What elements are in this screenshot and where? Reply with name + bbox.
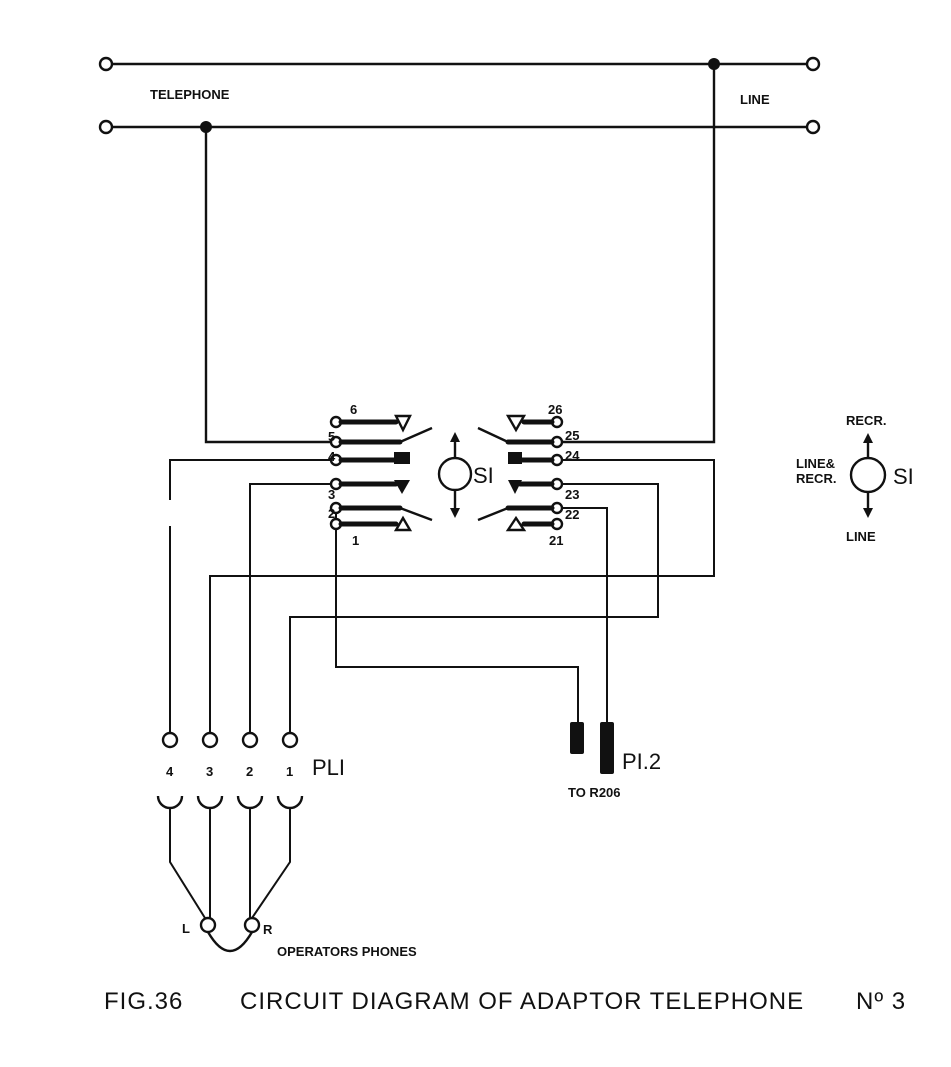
figure-title-number: Nº 3 [856, 988, 906, 1015]
contact-label: 21 [549, 533, 563, 548]
legend-line-recr-label: LINE& [796, 456, 835, 471]
contact-label: 4 [328, 449, 336, 464]
pl1-pin-label: 4 [166, 764, 174, 779]
wiring [169, 64, 716, 733]
left-label: L [182, 921, 190, 936]
switch-right-bank [477, 414, 564, 532]
contact-label: 26 [548, 402, 562, 417]
contact-label: 24 [565, 448, 580, 463]
pl1-pin-label: 1 [286, 764, 293, 779]
contact-label: 5 [328, 429, 335, 444]
contact-numbers-right: 26 25 24 23 22 21 [548, 402, 580, 548]
contact-label: 22 [565, 507, 579, 522]
switch-label: SI [473, 463, 494, 488]
contact-label: 2 [328, 506, 335, 521]
to-r206-label: TO R206 [568, 785, 621, 800]
switch-left-bank [329, 414, 433, 532]
telephone-label: TELEPHONE [150, 87, 230, 102]
line-terminal-top-left [98, 56, 114, 72]
pl1-pin-label: 2 [246, 764, 253, 779]
figure-number: FIG.36 [104, 988, 183, 1015]
switch-legend: RECR. LINE& RECR. LINE SI [796, 413, 914, 544]
figure-title: CIRCUIT DIAGRAM OF ADAPTOR TELEPHONE [240, 988, 804, 1015]
operators-phones: L R OPERATORS PHONES [169, 808, 417, 959]
pl2-label: PI.2 [622, 749, 661, 774]
line-terminal-bottom-left [98, 119, 114, 135]
legend-recr-label: RECR. [846, 413, 886, 428]
pl1-label: PLI [312, 755, 345, 780]
pl1-pin-label: 3 [206, 764, 213, 779]
contact-label: 6 [350, 402, 357, 417]
contact-label: 3 [328, 487, 335, 502]
legend-line-recr-label: RECR. [796, 471, 836, 486]
switch-knob: SI [437, 432, 494, 518]
contact-label: 23 [565, 487, 579, 502]
contact-label: 25 [565, 428, 579, 443]
figure-caption: FIG.36 CIRCUIT DIAGRAM OF ADAPTOR TELEPH… [104, 988, 906, 1015]
plug-pl1: 4 3 2 1 PLI [156, 731, 345, 810]
right-label: R [263, 922, 273, 937]
legend-line-label: LINE [846, 529, 876, 544]
legend-switch-label: SI [893, 464, 914, 489]
plug-pl2: PI.2 TO R206 [568, 722, 661, 800]
operators-phones-label: OPERATORS PHONES [277, 944, 417, 959]
contact-label: 1 [352, 533, 359, 548]
line-terminal-top-right [805, 56, 821, 72]
contact-numbers-left: 6 5 4 3 2 1 [328, 402, 359, 548]
line-terminal-bottom-right [805, 119, 821, 135]
line-label: LINE [740, 92, 770, 107]
telephone-line-buses [98, 56, 821, 135]
